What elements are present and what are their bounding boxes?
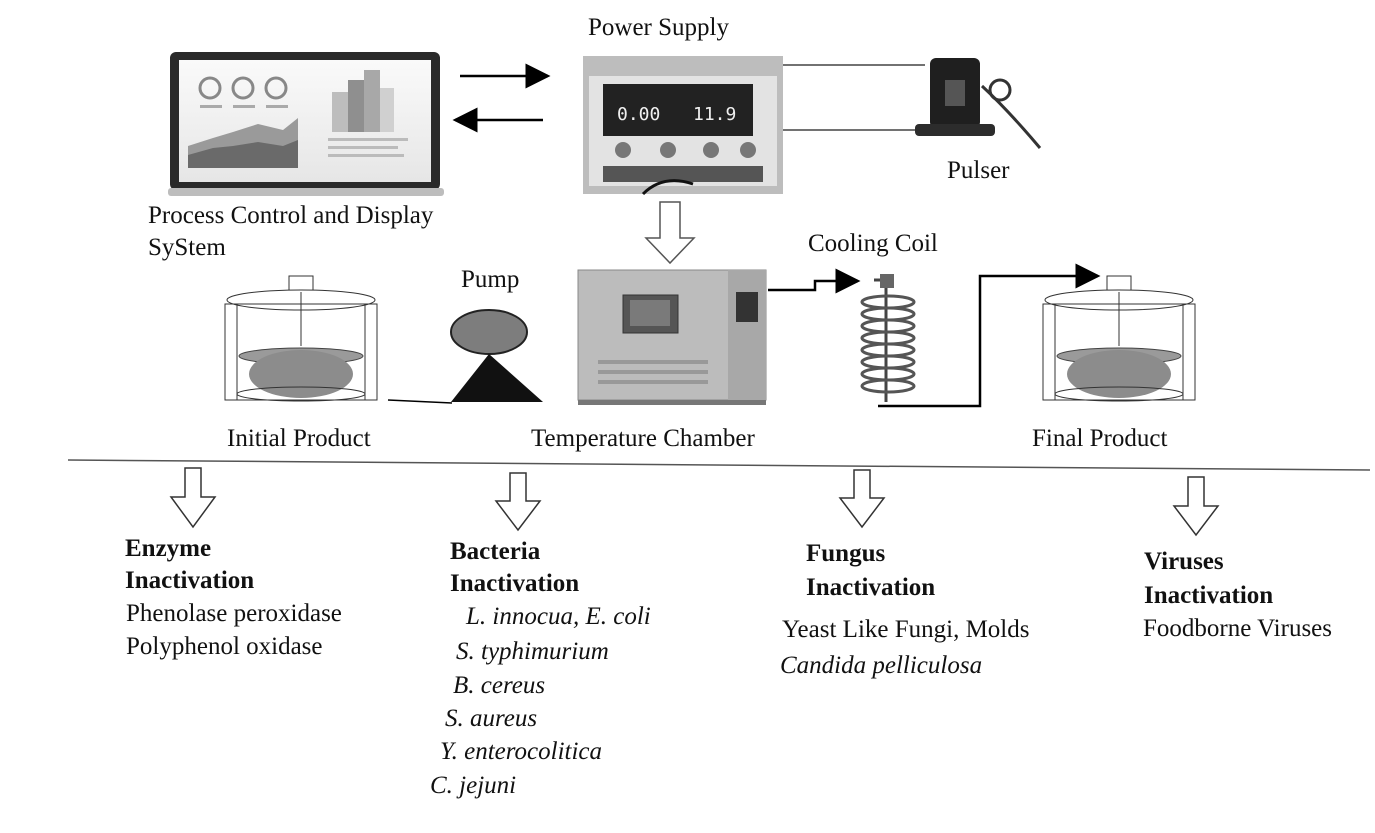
power-supply-readout-right: 11.9: [693, 104, 736, 125]
hollow-down-arrow-enzyme: [169, 467, 217, 529]
bacteria-title-line2: Inactivation: [450, 570, 580, 597]
enzyme-item: Phenolase peroxidase: [126, 600, 342, 627]
fungus-title-line2: Inactivation: [806, 574, 936, 601]
label-pulser: Pulser: [947, 157, 1010, 184]
bacteria-title-line1: Bacteria: [450, 538, 541, 565]
viruses-title-line2: Inactivation: [1144, 582, 1274, 609]
temperature-chamber-illustration: [577, 269, 767, 405]
hollow-down-arrow-chamber: [644, 201, 696, 265]
power-supply-illustration: 0.00 11.9: [583, 56, 783, 196]
viruses-title-line1: Viruses: [1144, 548, 1224, 575]
pulser-illustration: [915, 58, 1042, 149]
enzyme-title-line1: Enzyme: [125, 535, 212, 562]
label-power-supply: Power Supply: [588, 14, 729, 41]
enzyme-item: Polyphenol oxidase: [126, 633, 323, 660]
separator-line: [67, 459, 1371, 471]
label-process-control-line1: Process Control and Display: [148, 202, 434, 229]
bacteria-item: L. innocua, E. coli: [466, 603, 651, 630]
bacteria-item: S. aureus: [445, 705, 538, 732]
fungus-item: Candida pelliculosa: [780, 652, 983, 679]
cooling-coil-illustration: [860, 274, 916, 402]
fungus-title-line1: Fungus: [806, 540, 886, 567]
line-chamber-to-coil: [768, 268, 861, 294]
hollow-down-arrow-bacteria: [494, 472, 542, 532]
label-final-product: Final Product: [1032, 425, 1168, 452]
label-temperature-chamber: Temperature Chamber: [531, 425, 755, 452]
bacteria-item: B. cereus: [453, 672, 546, 699]
pump-illustration: [450, 309, 543, 402]
final-product-vessel: [1042, 275, 1196, 402]
label-cooling-coil: Cooling Coil: [808, 230, 938, 257]
initial-product-vessel: [224, 275, 378, 402]
line-coil-to-final: [878, 263, 1101, 408]
hollow-down-arrow-fungus: [838, 469, 886, 529]
bacteria-item: S. typhimurium: [456, 638, 609, 665]
laptop-illustration: [168, 52, 444, 196]
fungus-item: Yeast Like Fungi, Molds: [782, 616, 1030, 643]
power-supply-readout-left: 0.00: [617, 104, 660, 125]
enzyme-title-line2: Inactivation: [125, 567, 255, 594]
bacteria-item: C. jejuni: [430, 772, 517, 799]
label-pump: Pump: [461, 266, 520, 293]
viruses-item: Foodborne Viruses: [1143, 615, 1333, 642]
hollow-down-arrow-viruses: [1172, 476, 1220, 537]
bacteria-item: Y. enterocolitica: [440, 738, 603, 765]
line-initial-to-pump: [387, 399, 453, 404]
label-process-control-line2: SyStem: [148, 234, 226, 261]
label-initial-product: Initial Product: [227, 425, 371, 452]
